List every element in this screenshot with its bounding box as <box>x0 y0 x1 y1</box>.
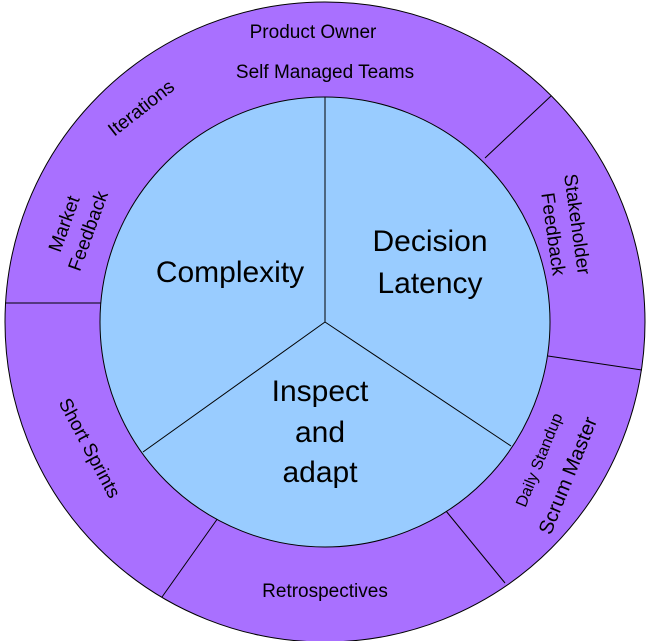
label-complexity: Complexity <box>156 256 304 289</box>
outer-ring-dividers <box>5 95 643 598</box>
inner-circle-dividers <box>142 97 512 453</box>
label-and: and <box>295 416 345 449</box>
label-retrospectives: Retrospectives <box>262 581 388 602</box>
divider-bottom-left <box>161 517 219 598</box>
label-decision: Decision <box>372 225 487 258</box>
label-inspect: Inspect <box>272 375 369 408</box>
label-adapt: adapt <box>282 456 358 489</box>
label-latency: Latency <box>377 267 482 300</box>
divider-right <box>547 355 643 371</box>
divider-bottom-right <box>445 510 506 584</box>
inner-divider-right <box>324 321 512 447</box>
label-product-owner: Product Owner <box>250 22 377 43</box>
divider-top-right <box>484 95 552 159</box>
label-self-managed-teams: Self Managed Teams <box>236 62 414 83</box>
inner-divider-left <box>142 321 326 453</box>
